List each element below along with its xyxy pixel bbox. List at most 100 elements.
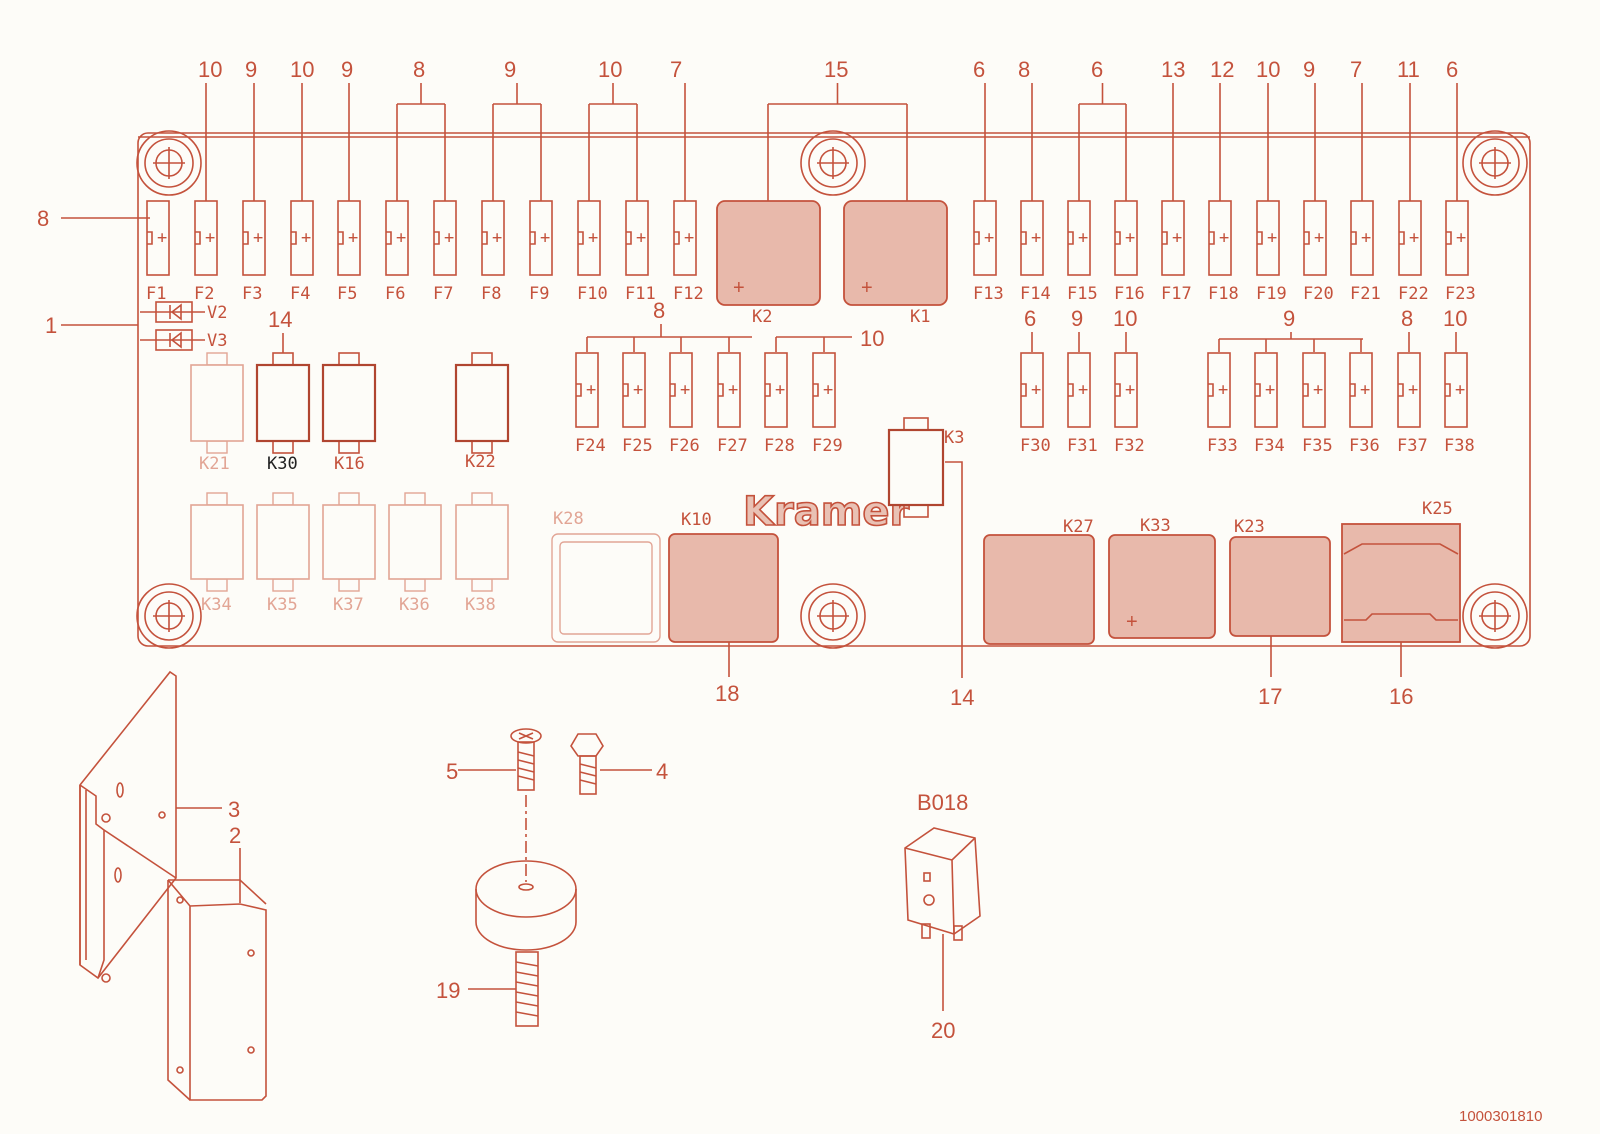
relay-k34: K34 [190, 492, 244, 615]
relay-label: K22 [465, 452, 496, 472]
fuse: +F21 [1350, 200, 1381, 304]
fuse-label: F27 [717, 436, 748, 456]
board-outline [137, 132, 1531, 647]
diode-label: V3 [207, 331, 227, 351]
callout-number: 17 [1258, 684, 1282, 709]
callouts-board: 8 1 14 8 10 6 9 10 9 8 [37, 206, 1467, 710]
fuse-label: F20 [1303, 284, 1334, 304]
fuse: +F22 [1398, 200, 1429, 304]
fuse-label: F12 [673, 284, 704, 304]
relay-b018-icon [904, 827, 981, 941]
fuse-polarity-icon: + [588, 228, 598, 248]
rubber-mount-icon [475, 860, 577, 1027]
relay-label: K27 [1063, 517, 1094, 537]
fuse: + F12 [673, 200, 704, 304]
relay-label: K34 [201, 595, 232, 615]
fuse: +F19 [1256, 200, 1287, 304]
fuse-polarity-icon: + [1361, 228, 1371, 248]
callout-number: 19 [436, 978, 460, 1003]
fuse-row-middle: +F24+F25+F26+F27+F28+F29+F30+F31+F32+F33… [575, 352, 1475, 456]
fuse-polarity-icon: + [1219, 228, 1229, 248]
fuse-polarity-icon: + [1078, 228, 1088, 248]
fuse: + F6 [385, 200, 409, 304]
fuse: + F33 [1207, 352, 1238, 456]
fuse: +F27 [717, 352, 748, 456]
fuse: +F11 [625, 200, 656, 304]
relay-k38: K38 [455, 492, 509, 615]
fuse-polarity-icon: + [1031, 380, 1041, 400]
fuse-polarity-icon: + [396, 228, 406, 248]
relay-k35: K35 [256, 492, 310, 615]
fuse-label: F33 [1207, 436, 1238, 456]
diode-v3: V3 [140, 329, 227, 351]
fuse-polarity-icon: + [492, 228, 502, 248]
fuse: +F17 [1161, 200, 1192, 304]
callout-number: 9 [1071, 306, 1083, 331]
fuse: +F7 [433, 200, 457, 304]
fuse-label: F22 [1398, 284, 1429, 304]
fuse-polarity-icon: + [984, 228, 994, 248]
callout-number: 8 [37, 206, 49, 231]
relay-label: K37 [333, 595, 364, 615]
relay-label: K23 [1234, 517, 1265, 537]
fuse-label: F1 [146, 284, 166, 304]
callout-number: 10 [290, 57, 314, 82]
fuse: + F9 [529, 200, 553, 304]
mounting-bracket-large [79, 670, 177, 983]
callout-number: 10 [1256, 57, 1280, 82]
fuse-label: F24 [575, 436, 606, 456]
fuse-label: F36 [1349, 436, 1380, 456]
fuse: +F15 [1067, 200, 1098, 304]
fuse-polarity-icon: + [253, 228, 263, 248]
callout-number: 9 [245, 57, 257, 82]
svg-text:+: + [733, 277, 745, 299]
mounting-hole-icon [800, 583, 866, 649]
relay-k21: K21 [190, 352, 244, 474]
relay-k1: + K1 [843, 200, 948, 327]
svg-text:+: + [1126, 611, 1138, 633]
callout-number: 8 [1401, 306, 1413, 331]
callout-number: 8 [413, 57, 425, 82]
fuse-polarity-icon: + [1172, 228, 1182, 248]
relay-label: K33 [1140, 516, 1171, 536]
callout-number: 18 [715, 681, 739, 706]
fuse-label: F10 [577, 284, 608, 304]
fuse-polarity-icon: + [1218, 380, 1228, 400]
fuse: +F35 [1302, 352, 1333, 456]
fuse-polarity-icon: + [157, 228, 167, 248]
callout-number: 10 [198, 57, 222, 82]
relay-label: K35 [267, 595, 298, 615]
fuse-polarity-icon: + [684, 228, 694, 248]
screw-icon [510, 728, 542, 791]
fuse: +F16 [1114, 200, 1145, 304]
callout-number: 6 [1446, 57, 1458, 82]
fuse: + F10 [577, 200, 608, 304]
callout-number: 14 [950, 685, 974, 710]
fuse-label: F13 [973, 284, 1004, 304]
callout-number: 5 [446, 759, 458, 784]
fuse: +F3 [242, 200, 266, 304]
callout-number: 9 [1283, 306, 1295, 331]
fuse: +F20 [1303, 200, 1334, 304]
relay-k16: K16 [321, 352, 377, 474]
fuse-label: F38 [1444, 436, 1475, 456]
fuse-polarity-icon: + [1313, 380, 1323, 400]
fuse: +F24 [575, 352, 606, 456]
callout-number: 8 [653, 298, 665, 323]
brand-logo: Kramer [743, 489, 910, 535]
fuse-polarity-icon: + [1265, 380, 1275, 400]
fuse-polarity-icon: + [775, 380, 785, 400]
relay-k27: K27 [983, 517, 1095, 645]
relay-k33: + K33 [1108, 516, 1216, 639]
fuse-polarity-icon: + [540, 228, 550, 248]
bolt-icon [570, 733, 604, 795]
relay-label: K10 [681, 510, 712, 530]
diode-label: V2 [207, 303, 227, 323]
callout-number: 3 [228, 797, 240, 822]
fuse: +F5 [337, 200, 361, 304]
fuse-label: F6 [385, 284, 405, 304]
fuse-polarity-icon: + [680, 380, 690, 400]
fuse-polarity-icon: + [633, 380, 643, 400]
callout-number: 14 [268, 307, 292, 332]
fuse-label: F9 [529, 284, 549, 304]
